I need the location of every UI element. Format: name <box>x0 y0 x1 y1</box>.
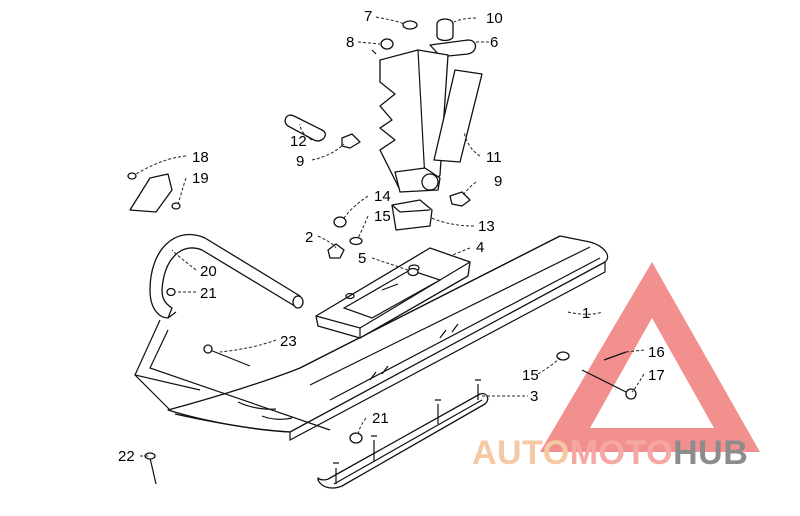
callout-labels: 1 2 3 4 5 6 7 8 9 9 10 11 12 13 14 15 15… <box>118 8 665 465</box>
callout-6: 6 <box>490 34 498 51</box>
washer-15a <box>349 236 363 246</box>
callout-23: 23 <box>280 333 297 350</box>
watermark-auto: AUTO <box>472 434 570 472</box>
callout-15a: 15 <box>374 208 391 225</box>
callout-20: 20 <box>200 263 217 280</box>
ski-loop-handle <box>149 233 304 319</box>
nut-19 <box>171 202 181 210</box>
cotter-pin-16 <box>603 351 627 361</box>
nut-2 <box>327 243 345 259</box>
nut-21a <box>166 287 176 297</box>
bolt-23 <box>209 349 251 367</box>
nut-14 <box>333 216 347 228</box>
callout-15b: 15 <box>522 367 539 384</box>
callout-7: 7 <box>364 8 372 25</box>
bolt-17-head <box>625 388 637 400</box>
watermark-logo: AUTOMOTOHUB <box>472 262 760 472</box>
svg-text:AUTOMOTOHUB: AUTOMOTOHUB <box>472 434 748 472</box>
nut-8 <box>380 38 394 50</box>
callout-14: 14 <box>374 188 391 205</box>
callout-19: 19 <box>192 170 209 187</box>
callout-4: 4 <box>476 239 484 256</box>
callout-13: 13 <box>478 218 495 235</box>
spindle-assembly: CAWS <box>379 18 483 231</box>
washer-5 <box>407 267 419 277</box>
callout-18: 18 <box>192 149 209 166</box>
watermark-moto: MOTO <box>570 434 673 472</box>
bolt-8 <box>371 49 377 55</box>
nut-21b <box>349 432 363 444</box>
callout-9a: 9 <box>296 153 304 170</box>
callout-2: 2 <box>305 229 313 246</box>
callout-10: 10 <box>486 10 503 27</box>
callout-1: 1 <box>582 305 590 322</box>
callout-12: 12 <box>290 133 307 150</box>
bushing-9b <box>449 191 471 207</box>
ski-saddle <box>315 247 471 339</box>
callout-11: 11 <box>486 149 502 166</box>
callout-21a: 21 <box>200 285 217 302</box>
bushing-9a <box>341 133 361 149</box>
callout-9b: 9 <box>494 173 502 190</box>
wear-bar <box>317 379 489 489</box>
callout-8: 8 <box>346 34 354 51</box>
callout-22: 22 <box>118 448 135 465</box>
bolt-18 <box>127 172 137 180</box>
bracket-18-19 <box>129 173 173 213</box>
watermark-hub: HUB <box>673 434 748 472</box>
callout-16: 16 <box>648 344 665 361</box>
bolt-17 <box>581 369 631 395</box>
leader-lines <box>134 16 645 457</box>
callout-5: 5 <box>358 250 366 267</box>
callout-21b: 21 <box>372 410 389 427</box>
washer-7 <box>402 20 418 30</box>
ski-body <box>167 235 609 441</box>
pin-12 <box>284 114 326 142</box>
hardware <box>127 20 637 485</box>
watermark-triangle <box>540 262 760 452</box>
bolt-22 <box>149 457 157 485</box>
callout-3: 3 <box>530 388 538 405</box>
callout-17: 17 <box>648 367 665 384</box>
